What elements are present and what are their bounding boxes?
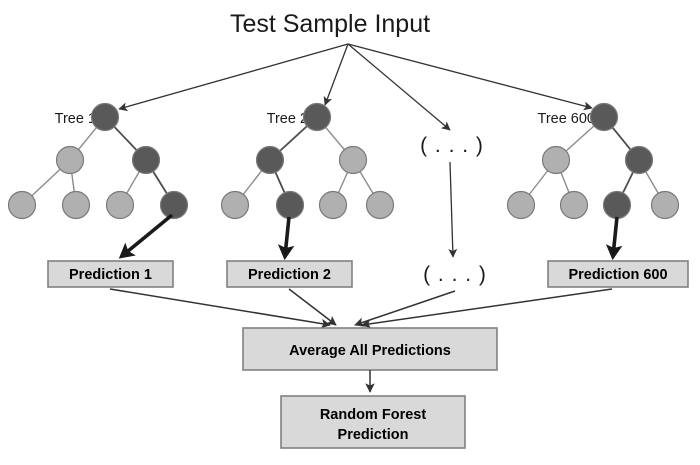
ellipsis-tree-group: ( . . . ) ( . . . )	[420, 134, 487, 286]
prediction-box-2: Prediction 2	[226, 260, 353, 288]
input-fanout-arrows	[118, 43, 593, 131]
prediction-box-600: Prediction 600	[547, 260, 689, 288]
tree-1-leaf-2-node	[61, 190, 91, 220]
tree-600-leaf-2-node	[559, 190, 589, 220]
ellipsis-tree-text: ( . . . )	[420, 134, 484, 157]
tree-600-group: Tree 600	[506, 102, 680, 261]
result-box-label-line1: Random Forest	[320, 407, 427, 423]
arrow-pred1-to-average	[109, 288, 331, 329]
arrow-ellipsis-to-average	[354, 290, 456, 327]
tree-1-leaf-4-node	[159, 190, 189, 220]
tree-600-level2-right-node	[624, 145, 654, 175]
average-box-rect	[242, 327, 498, 371]
prediction-2-label: Prediction 2	[248, 267, 331, 283]
tree-600-leaf-3-node	[602, 190, 632, 220]
average-box-label: Average All Predictions	[289, 343, 451, 359]
arrow-input-to-tree2	[323, 43, 349, 106]
prediction-600-rect	[547, 260, 689, 288]
prediction-convergence-arrows	[109, 288, 613, 329]
arrow-input-to-tree1	[118, 43, 349, 112]
tree-600-leaf-1-node	[506, 190, 536, 220]
tree-1-result-arrow	[118, 213, 174, 259]
tree-1-level2-left-node	[55, 145, 85, 175]
tree-2-leaf-3-node	[318, 190, 348, 220]
ellipsis-prediction-text: ( . . . )	[423, 263, 487, 286]
page-title: Test Sample Input	[230, 10, 430, 38]
tree-1-leaf-3-node	[105, 190, 135, 220]
arrow-input-to-tree600	[347, 43, 593, 111]
arrow-pred2-to-average	[288, 288, 337, 326]
tree-600-label: Tree 600	[538, 111, 596, 127]
average-box: Average All Predictions	[242, 327, 498, 371]
arrow-pred600-to-average	[361, 288, 613, 329]
tree-600-level2-left-node	[541, 145, 571, 175]
tree-1-level2-right-node	[131, 145, 161, 175]
tree-2-result-arrow	[277, 216, 295, 261]
tree-1-root-node	[90, 102, 120, 132]
prediction-600-label: Prediction 600	[568, 267, 667, 283]
tree-600-root-node	[589, 102, 619, 132]
tree-2-root-node	[302, 102, 332, 132]
tree-2-leaf-2-node	[275, 190, 305, 220]
result-box: Random Forest Prediction	[280, 395, 466, 449]
tree-2-level2-left-node	[255, 145, 285, 175]
tree-2-label: Tree 2	[267, 111, 308, 127]
tree-1-group: Tree 1	[7, 102, 189, 259]
result-box-rect	[280, 395, 466, 449]
tree-2-group: Tree 2	[220, 102, 395, 261]
arrow-input-to-ellipsis	[347, 43, 451, 131]
ellipsis-tree-to-prediction-arrow	[448, 161, 458, 258]
prediction-1-rect	[47, 260, 174, 288]
tree-2-level2-right-node	[338, 145, 368, 175]
prediction-box-1: Prediction 1	[47, 260, 174, 288]
prediction-2-rect	[226, 260, 353, 288]
tree-2-leaf-1-node	[220, 190, 250, 220]
prediction-1-label: Prediction 1	[69, 267, 152, 283]
tree-600-leaf-4-node	[650, 190, 680, 220]
tree-600-result-arrow	[605, 216, 623, 261]
tree-1-leaf-1-node	[7, 190, 37, 220]
result-box-label-line2: Prediction	[338, 427, 409, 443]
tree-1-label: Tree 1	[55, 111, 96, 127]
tree-2-leaf-4-node	[365, 190, 395, 220]
